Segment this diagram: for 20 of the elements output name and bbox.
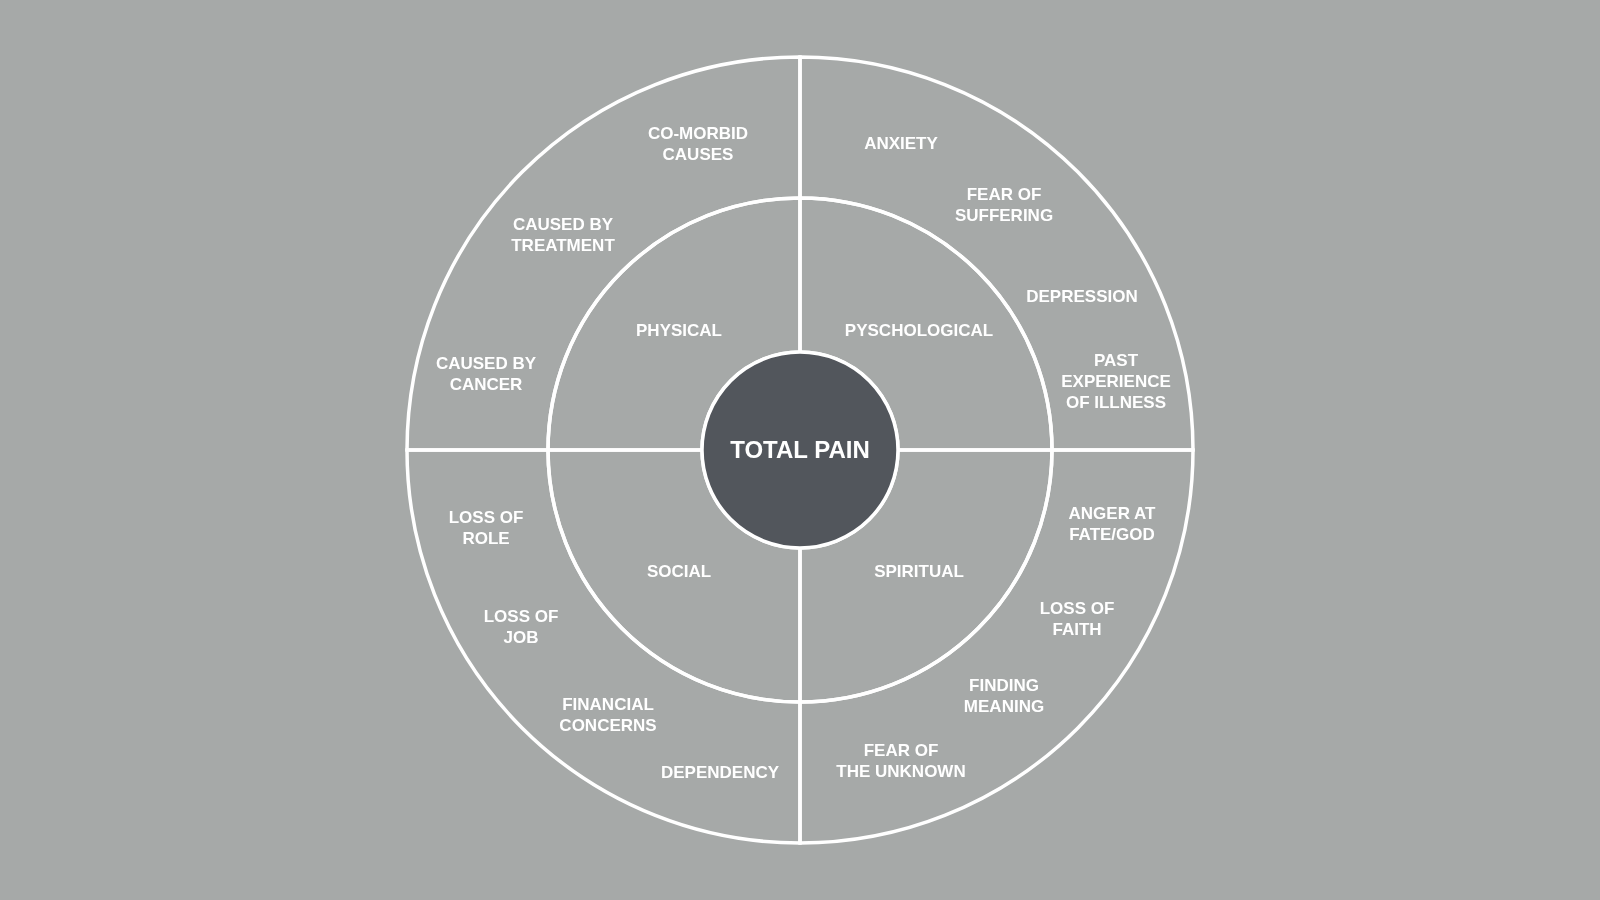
category-label: PYSCHOLOGICAL — [844, 319, 994, 341]
item-label: LOSS OF JOB — [483, 606, 559, 648]
item-label: FINANCIAL CONCERNS — [559, 694, 657, 736]
item-label: CAUSED BY TREATMENT — [511, 214, 615, 256]
item-label: CO-MORBID CAUSES — [647, 123, 749, 165]
item-label: DEPENDENCY — [660, 761, 780, 783]
item-label: CAUSED BY CANCER — [435, 353, 537, 395]
item-label: FINDING MEANING — [963, 675, 1045, 717]
category-label: SOCIAL — [646, 560, 712, 582]
item-label: ANGER AT FATE/GOD — [1068, 503, 1156, 545]
category-label: PHYSICAL — [636, 319, 722, 341]
item-label: FEAR OF SUFFERING — [954, 184, 1054, 226]
item-label: DEPRESSION — [1026, 285, 1138, 307]
item-label: LOSS OF ROLE — [448, 507, 524, 549]
item-label: LOSS OF FAITH — [1039, 598, 1115, 640]
category-label: SPIRITUAL — [874, 560, 964, 582]
item-label: PAST EXPERIENCE OF ILLNESS — [1061, 349, 1171, 413]
item-label: ANXIETY — [864, 132, 938, 154]
item-label: FEAR OF THE UNKNOWN — [836, 740, 966, 782]
center-label: TOTAL PAIN — [730, 436, 870, 464]
